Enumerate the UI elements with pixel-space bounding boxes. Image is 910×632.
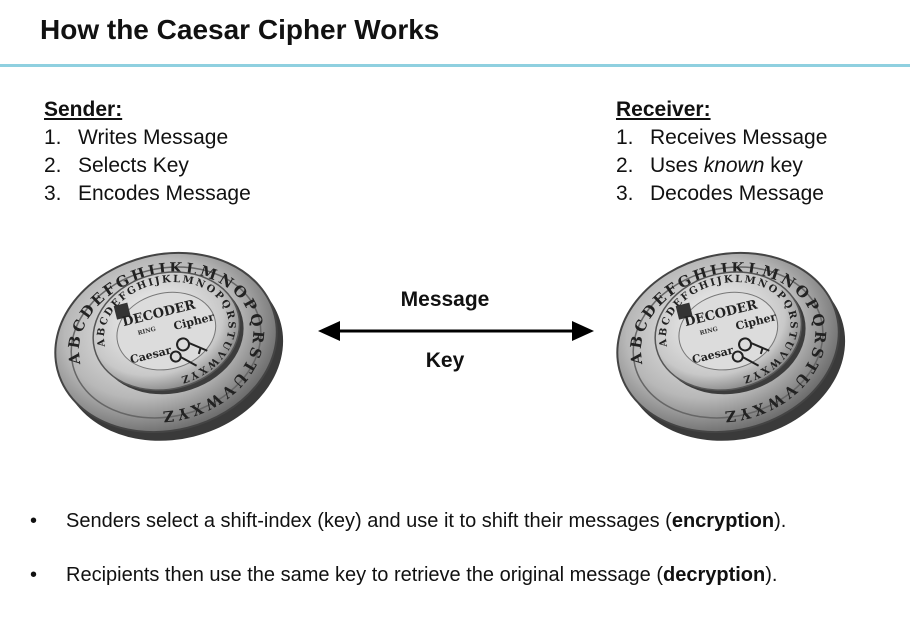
coin-label-ring: RING (699, 326, 719, 337)
bullet-dot: • (30, 564, 38, 586)
coin-outer-ring-band (70, 266, 262, 419)
key-icon (731, 337, 770, 367)
double-arrow-icon (318, 321, 594, 341)
step-number: 3. (616, 182, 634, 205)
step-text-post: key (764, 154, 803, 177)
receiver-step: 1. Receives Message (616, 124, 827, 152)
step-text-pre: Uses (650, 154, 704, 177)
sender-step: 1. Writes Message (44, 124, 251, 152)
sender-heading: Sender: (44, 98, 123, 121)
bullet-text-post: ). (774, 510, 787, 532)
sender-step: 2. Selects Key (44, 152, 251, 180)
bullet-text-pre: Senders select a shift-index (key) and u… (66, 510, 672, 532)
step-number: 2. (616, 154, 634, 177)
coin-window (113, 302, 131, 320)
decoder-ring-image: ABCDEFGHIJKLMNOPQRSTUVWXYZ ABCDEFGHIJKLM… (47, 238, 285, 447)
step-text: Receives Message (650, 126, 828, 149)
page-title: How the Caesar Cipher Works (40, 14, 440, 45)
bullet-text-pre: Recipients then use the same key to retr… (66, 564, 663, 586)
bullet-text: Recipients then use the same key to retr… (66, 564, 777, 618)
coin-center (116, 291, 217, 371)
decoder-ring-coin-receiver: ABCDEFGHIJKLMNOPQRSTUVWXYZ ABCDEFGHIJKLM… (609, 232, 850, 457)
step-number: 1. (44, 126, 62, 149)
title-divider (0, 64, 910, 67)
coin-center (678, 291, 779, 371)
message-label: Message (400, 288, 490, 311)
key-icon (169, 337, 208, 367)
step-number: 1. (616, 126, 634, 149)
decoder-ring-coin-sender: ABCDEFGHIJKLMNOPQRSTUVWXYZ ABCDEFGHIJKLM… (47, 232, 288, 457)
receiver-section: Receiver: 1. Receives Message 2. Uses kn… (616, 96, 827, 208)
bullet-text-bold: decryption (662, 564, 766, 586)
step-text: Encodes Message (78, 182, 251, 205)
step-text: Decodes Message (650, 182, 824, 205)
receiver-step: 3. Decodes Message (616, 180, 827, 208)
key-label: Key (425, 349, 465, 372)
bullet-text-bold: encryption (671, 510, 775, 532)
sender-section: Sender: 1. Writes Message 2. Selects Key… (44, 96, 251, 208)
bullet-item: • Recipients then use the same key to re… (30, 564, 786, 618)
bullet-text-post: ). (765, 564, 778, 586)
receiver-heading: Receiver: (616, 98, 711, 121)
coin-label-ring: RING (137, 326, 157, 337)
decoder-ring-image: ABCDEFGHIJKLMNOPQRSTUVWXYZ ABCDEFGHIJKLM… (609, 238, 847, 447)
receiver-step: 2. Uses known key (616, 152, 827, 180)
step-text: Uses known key (650, 152, 803, 180)
coin-window (675, 302, 693, 320)
step-number: 3. (44, 182, 62, 205)
step-text: Writes Message (78, 126, 229, 149)
step-text: Selects Key (78, 154, 189, 177)
summary-bullets: • Senders select a shift-index (key) and… (30, 510, 786, 618)
bullet-text: Senders select a shift-index (key) and u… (66, 510, 786, 564)
coin-outer-ring-band (632, 266, 824, 419)
step-text-emphasis: known (703, 154, 765, 177)
sender-step: 3. Encodes Message (44, 180, 251, 208)
bullet-dot: • (30, 510, 38, 532)
step-number: 2. (44, 154, 62, 177)
bullet-item: • Senders select a shift-index (key) and… (30, 510, 786, 564)
